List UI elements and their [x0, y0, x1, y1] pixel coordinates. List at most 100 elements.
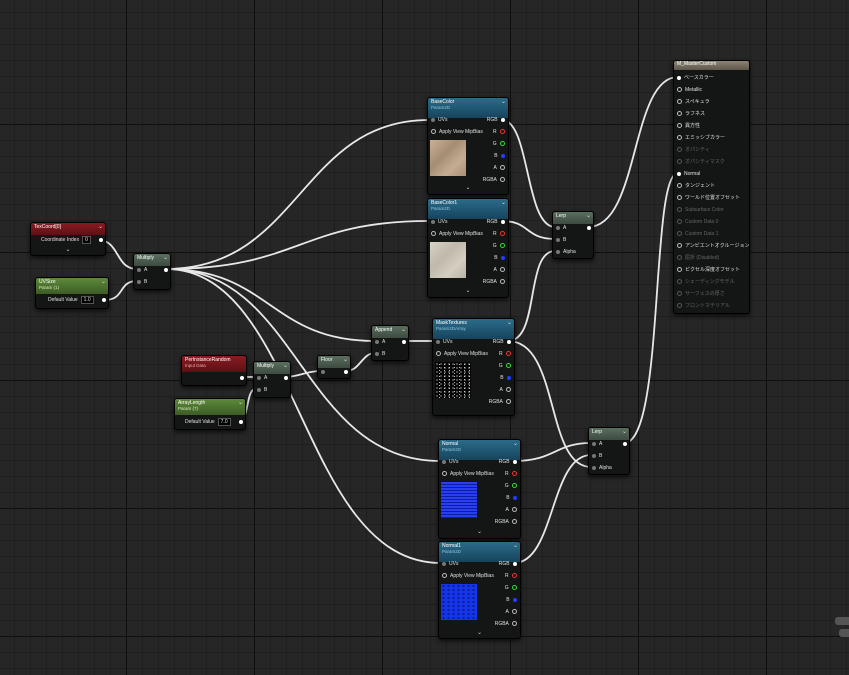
r-pin[interactable] — [500, 231, 505, 237]
a-pin[interactable] — [500, 267, 505, 273]
rgba-pin[interactable] — [506, 399, 511, 405]
g-pin[interactable] — [506, 363, 511, 369]
chevron-down-icon[interactable]: ⌄ — [282, 363, 288, 369]
node-header[interactable]: Lerp ⌄ — [589, 428, 629, 440]
material-input-pin[interactable] — [677, 159, 682, 165]
g-pin[interactable] — [500, 243, 505, 249]
chevron-down-icon[interactable]: ⌄ — [512, 543, 518, 549]
chevron-down-icon[interactable]: ⌄ — [621, 429, 627, 435]
material-input-row[interactable]: Metallic — [677, 86, 702, 94]
node-header[interactable]: PerInstanceRandom Input Data — [182, 356, 246, 372]
rgb-pin[interactable] — [501, 219, 505, 224]
material-input-pin[interactable] — [677, 255, 682, 261]
expand-chevron-icon[interactable]: ⌄ — [465, 185, 471, 191]
material-input-pin[interactable] — [677, 87, 682, 93]
expand-chevron-icon[interactable]: ⌄ — [476, 529, 483, 535]
a-pin[interactable] — [375, 339, 379, 344]
multiply-node[interactable]: Multiply ⌄ A B — [133, 253, 171, 290]
chevron-down-icon[interactable]: ⌄ — [500, 99, 506, 105]
chevron-down-icon[interactable]: ⌄ — [512, 441, 518, 447]
rgb-pin[interactable] — [513, 459, 517, 464]
default-value-input[interactable]: 7.0 — [217, 418, 231, 426]
material-input-pin[interactable] — [677, 111, 682, 117]
perinstance-random-node[interactable]: PerInstanceRandom Input Data — [181, 355, 247, 386]
output-pin[interactable] — [102, 297, 106, 302]
a-pin[interactable] — [506, 387, 511, 393]
expand-chevron-icon[interactable]: ⌄ — [65, 247, 71, 253]
chevron-down-icon[interactable]: ⌄ — [342, 357, 348, 363]
output-pin[interactable] — [164, 267, 168, 272]
b-pin[interactable] — [513, 495, 517, 500]
chevron-down-icon[interactable]: ⌄ — [162, 255, 168, 261]
material-input-row[interactable]: 屈折 (Disabled) — [677, 254, 719, 262]
a-pin[interactable] — [137, 267, 141, 272]
material-input-pin[interactable] — [677, 267, 682, 273]
scroll-tab[interactable] — [835, 617, 849, 625]
material-input-row[interactable]: Subsurface Color — [677, 206, 724, 214]
rgba-pin[interactable] — [512, 519, 517, 525]
alpha-pin[interactable] — [556, 249, 560, 254]
expand-chevron-icon[interactable]: ⌄ — [465, 288, 471, 294]
output-pin[interactable] — [587, 225, 591, 230]
apply-mip-pin[interactable] — [442, 471, 447, 477]
scroll-tab[interactable] — [839, 629, 849, 637]
coordinate-index-value[interactable]: 0 — [82, 236, 91, 244]
a-pin[interactable] — [257, 375, 261, 380]
chevron-down-icon[interactable]: ⌄ — [97, 224, 103, 230]
texture-node-normal[interactable]: Normal Param2D ⌄ UVs Apply View MipBias … — [438, 439, 521, 539]
multiply-node-2[interactable]: Multiply ⌄ A B — [253, 361, 291, 398]
node-header[interactable]: BaseColor1 Param2D ⌄ — [428, 199, 508, 219]
b-pin[interactable] — [375, 351, 379, 356]
texture-node-basecolor[interactable]: BaseColor Param2D ⌄ UVs Apply View MipBi… — [427, 97, 509, 195]
a-pin[interactable] — [556, 225, 560, 230]
append-node[interactable]: Append ⌄ A B — [371, 325, 409, 361]
a-pin[interactable] — [512, 609, 517, 615]
chevron-down-icon[interactable]: ⌄ — [400, 327, 406, 333]
material-input-pin[interactable] — [677, 231, 682, 237]
rgba-pin[interactable] — [500, 177, 505, 183]
output-pin[interactable] — [239, 419, 243, 424]
uvs-pin[interactable] — [442, 459, 446, 464]
node-header[interactable]: MaskTextures Param2DArray ⌄ — [433, 319, 514, 339]
r-pin[interactable] — [500, 129, 505, 135]
apply-mip-pin[interactable] — [436, 351, 441, 357]
node-header[interactable]: TexCoord[0] ⌄ — [31, 223, 105, 235]
material-input-pin[interactable] — [677, 279, 682, 285]
output-pin[interactable] — [284, 375, 288, 380]
expand-chevron-icon[interactable]: ⌄ — [476, 630, 483, 636]
node-header[interactable]: Lerp ⌄ — [553, 212, 593, 224]
output-pin[interactable] — [402, 339, 406, 344]
lerp-node[interactable]: Lerp ⌄ A B Alpha — [552, 211, 594, 259]
output-pin[interactable] — [344, 369, 348, 374]
b-pin[interactable] — [592, 453, 596, 458]
material-input-row[interactable]: オパシティマスク — [677, 158, 725, 166]
uvs-pin[interactable] — [442, 561, 446, 566]
rgb-pin[interactable] — [501, 117, 505, 122]
material-input-row[interactable]: スペキュラ — [677, 98, 710, 106]
material-input-pin[interactable] — [677, 135, 682, 141]
chevron-down-icon[interactable]: ⌄ — [237, 400, 243, 406]
material-input-row[interactable]: ベースカラー — [677, 74, 714, 82]
material-input-pin[interactable] — [677, 219, 682, 225]
node-header[interactable]: UVSize Param (1) ⌄ — [36, 278, 108, 294]
uvs-pin[interactable] — [431, 219, 435, 224]
node-header[interactable]: M_MasterCustom — [674, 61, 749, 70]
a-pin[interactable] — [512, 507, 517, 513]
default-value-input[interactable]: 1.0 — [80, 296, 94, 304]
material-input-row[interactable]: サーフェスの厚さ — [677, 290, 725, 298]
material-input-row[interactable]: シェーディングモデル — [677, 278, 735, 286]
apply-mip-pin[interactable] — [431, 129, 436, 135]
material-input-row[interactable]: オパシティ — [677, 146, 710, 154]
material-input-row[interactable]: Normal — [677, 170, 700, 178]
g-pin[interactable] — [512, 483, 517, 489]
r-pin[interactable] — [506, 351, 511, 357]
material-input-pin[interactable] — [677, 303, 682, 309]
material-input-pin[interactable] — [677, 99, 682, 105]
apply-mip-pin[interactable] — [442, 573, 447, 579]
node-header[interactable]: Multiply ⌄ — [134, 254, 170, 266]
material-input-row[interactable]: ワールド位置オフセット — [677, 194, 740, 202]
texture-node-normal1[interactable]: Normal1 Param2D ⌄ UVs Apply View MipBias… — [438, 541, 521, 639]
rgb-pin[interactable] — [507, 339, 511, 344]
